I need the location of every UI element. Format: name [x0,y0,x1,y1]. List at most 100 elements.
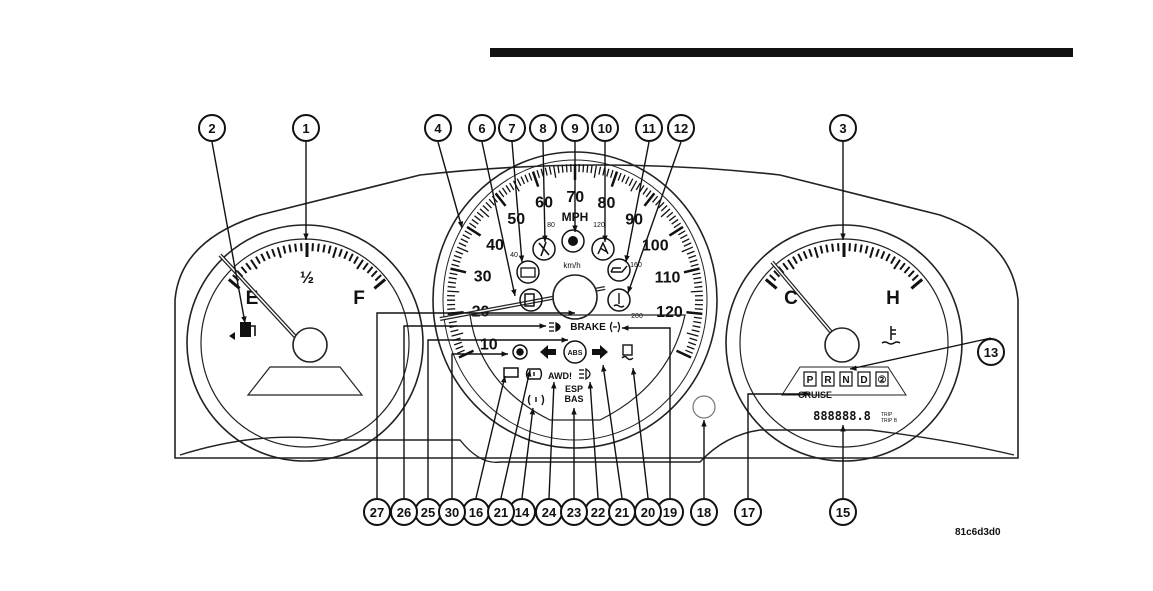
callout-leader [622,328,670,498]
speedometer-tick [461,239,468,243]
speedometer-kmh-label: 200 [631,313,643,320]
callout-arrowhead [588,382,593,389]
speedometer-tick [533,172,538,187]
speedometer-tick [687,251,694,254]
gear-label: ② [878,375,887,386]
speedometer-tick [626,177,629,184]
speedometer-tick [688,342,696,345]
speedometer-tick [450,269,466,273]
gauge-tick [267,251,270,258]
gauge-tick [375,275,381,280]
speedometer-mph-label: 50 [507,211,525,228]
gear-label: P [807,375,814,386]
gauge-tick [783,263,788,269]
speedometer-tick [694,317,702,318]
svg-text:ABS: ABS [568,350,583,357]
gauge-tick [318,244,319,252]
gauge-tick [770,275,776,280]
speedometer-tick [489,199,494,205]
speedometer-tick [467,227,480,236]
speedometer-tick [691,264,699,266]
speedometer-tick [692,330,700,332]
callout-arrowhead [540,323,546,328]
speedometer-tick [521,177,524,184]
speedometer-tick [618,173,621,180]
callout-number: 2 [208,121,215,136]
gauge-tick [894,260,900,269]
tpms-low-icon [529,395,544,405]
speedometer-tick [449,278,457,279]
speedometer-mph-label: 40 [486,237,504,254]
gauge-tick [855,244,856,252]
speedometer-tick [454,342,462,345]
speedometer-mph-label: 10 [480,337,498,354]
odometer-digits: 888888.8 [813,409,871,423]
speedometer-tick [506,185,510,192]
electronic-stability-icon [622,345,633,360]
callout-leader [212,142,245,323]
callout-number: 8 [539,121,546,136]
cruise-indicator: CRUISE [798,390,832,400]
gauge-tick [870,247,873,258]
gauge-tick [876,249,879,257]
speedometer-tick [554,166,556,178]
gear-selector: PRND② [804,372,888,386]
gauge-tick [329,246,331,254]
esp-indicator: ESP [565,384,583,394]
fuel-half-label: ½ [300,268,314,287]
callout-number: 1 [302,121,309,136]
callout-arrowhead [622,325,628,330]
gauge-tick [272,249,275,257]
headlight-beam-icon [549,323,560,331]
callout-number: 6 [478,121,485,136]
gauge-tick [815,247,818,258]
callout-leader [512,142,522,262]
gauge-tick [241,267,246,273]
speedometer-tick [684,243,691,246]
gauge-tick [866,246,868,254]
speedometer-tick [611,170,613,178]
speedometer-tick [447,291,459,292]
speedometer-tick [695,309,703,310]
speedometer-tick [525,175,528,182]
speedometer-tick [566,164,567,172]
callout-number: 12 [674,121,688,136]
gauge-tick [295,244,296,252]
callout-number: 21 [615,505,629,520]
trip-reset-button[interactable] [693,396,715,418]
speedometer-kmh-label: 160 [630,262,642,269]
speedometer-tick [661,206,667,212]
fog-lamp-icon [579,369,590,379]
fuel-gauge: E ½ F [187,225,423,461]
gauge-tick [886,254,890,261]
speedometer-tick [450,273,458,275]
gauge-tick [261,254,265,261]
speedometer-tick [693,273,701,275]
speedometer-tick [682,247,693,252]
callout-number: 9 [571,121,578,136]
gauge-tick [912,275,918,280]
speedometer-tick [684,269,700,273]
speedometer-tick [558,165,559,173]
speedometer-tick [448,287,456,288]
gauge-tick [283,246,285,254]
figure-code: 81c6d3d0 [955,527,1001,538]
speedometer-tick [447,309,455,310]
gauge-tick [809,249,812,257]
speedometer-kmh-unit: km/h [563,261,580,270]
callout-number: 26 [397,505,411,520]
gauge-tick [860,245,861,253]
gauge-tick [256,257,260,264]
speedometer-tick [653,196,658,202]
gear-label: N [842,375,849,386]
speedometer-tick [594,166,596,178]
speedometer-kmh-label: 80 [547,222,555,229]
speedometer-tick [682,239,689,243]
gauge-tick [339,249,342,257]
speedometer-tick [454,256,462,259]
fuel-gauge-hub [293,328,327,362]
awd-indicator: AWD! [548,371,572,381]
speedometer-tick [669,227,682,236]
speedometer-tick [562,165,563,173]
callout-arrowhead [840,425,845,431]
